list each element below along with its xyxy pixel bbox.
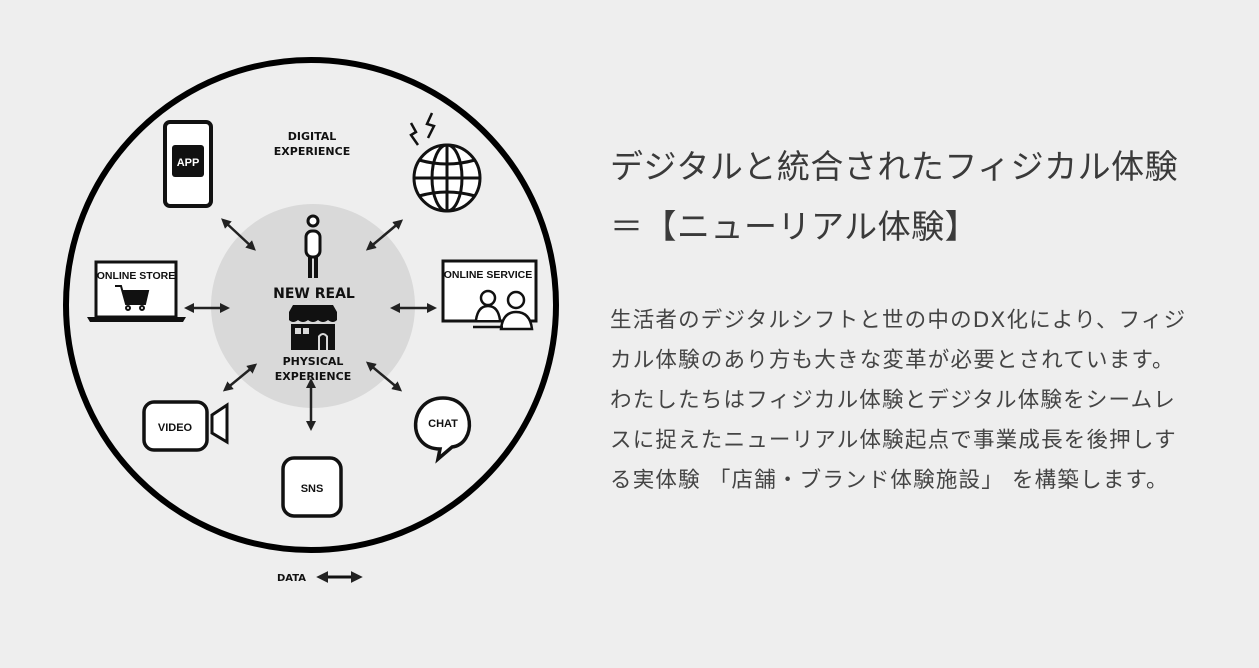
physical-label-line1: PHYSICAL bbox=[283, 355, 344, 368]
outer-ring bbox=[63, 57, 559, 553]
globe-icon bbox=[409, 112, 482, 213]
channel-online-service: ONLINE SERVICE bbox=[441, 259, 538, 331]
svg-text:DIGITAL: DIGITAL bbox=[288, 130, 337, 143]
person-icon bbox=[304, 214, 322, 278]
heading: デジタルと統合されたフィジカル体験 ＝【ニューリアル体験】 bbox=[610, 137, 1230, 257]
channel-chat: CHAT bbox=[413, 396, 472, 464]
heading-line2: ＝【ニューリアル体験】 bbox=[610, 207, 979, 246]
new-real-diagram: DIGITAL EXPERIENCE NEW REAL PHYSICAL EXP… bbox=[0, 0, 620, 664]
svg-text:SNS: SNS bbox=[301, 483, 324, 495]
cart-icon bbox=[115, 285, 150, 311]
channel-sns: SNS bbox=[281, 456, 343, 518]
people-icon bbox=[473, 289, 534, 331]
svg-text:ONLINE STORE: ONLINE STORE bbox=[97, 270, 176, 282]
body-paragraph: 生活者のデジタルシフトと世の中のDX化により、フィジカル体験のあり方も大きな変革… bbox=[610, 308, 1187, 493]
chat-bubble-icon bbox=[413, 396, 472, 464]
channel-online-store: ONLINE STORE bbox=[87, 260, 186, 322]
new-real-label: NEW REAL bbox=[273, 286, 355, 302]
video-camera-icon bbox=[142, 400, 209, 452]
data-legend: DATA bbox=[277, 571, 363, 584]
laptop-icon bbox=[94, 260, 178, 319]
svg-text:EXPERIENCE: EXPERIENCE bbox=[274, 145, 350, 158]
channel-video: VIDEO bbox=[142, 400, 229, 452]
svg-text:ONLINE SERVICE: ONLINE SERVICE bbox=[444, 269, 533, 281]
channel-app: APP bbox=[163, 120, 213, 208]
physical-label-line2: EXPERIENCE bbox=[275, 370, 351, 383]
sns-box-icon bbox=[281, 456, 343, 518]
data-arrows bbox=[184, 218, 437, 431]
description-block: デジタルと統合されたフィジカル体験 ＝【ニューリアル体験】 生活者のデジタルシフ… bbox=[610, 137, 1230, 523]
svg-text:APP: APP bbox=[177, 157, 200, 169]
svg-text:CHAT: CHAT bbox=[428, 418, 458, 430]
store-icon bbox=[289, 305, 337, 350]
digital-experience-label: DIGITAL EXPERIENCE bbox=[274, 130, 350, 158]
heading-line1: デジタルと統合されたフィジカル体験 bbox=[610, 147, 1179, 186]
svg-text:DATA: DATA bbox=[277, 573, 306, 584]
svg-text:VIDEO: VIDEO bbox=[158, 422, 193, 434]
